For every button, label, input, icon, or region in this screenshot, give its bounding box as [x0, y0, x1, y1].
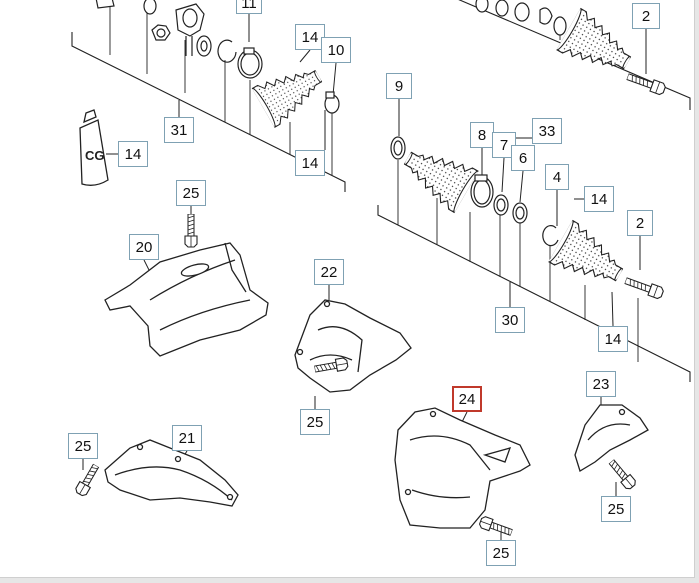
callout-11[interactable]: 11: [236, 0, 262, 14]
callout-8[interactable]: 8: [470, 122, 494, 148]
ring-c: [514, 2, 530, 22]
top-left-parts: [95, 0, 340, 129]
callout-22[interactable]: 22: [314, 259, 344, 285]
axle-bolt-lower: [623, 274, 665, 301]
callout-14-right[interactable]: 14: [584, 186, 614, 212]
joint-fragment: [95, 0, 115, 9]
dished-washer: [196, 35, 212, 57]
group-line-left-driveshaft: [71, 32, 346, 192]
group-line-right-driveshaft: [377, 205, 691, 382]
top-right-parts: [475, 0, 667, 97]
callout-25-c[interactable]: 25: [68, 433, 98, 459]
ring-b: [495, 0, 509, 17]
small-clamp: [324, 91, 340, 114]
hex-nut: [151, 24, 171, 41]
ring-right-2: [512, 202, 528, 224]
callout-25-e[interactable]: 25: [486, 540, 516, 566]
circlip-ring: [143, 0, 157, 15]
callout-14-bottom-right[interactable]: 14: [598, 326, 628, 352]
clamp-band-right: [470, 174, 494, 208]
callout-6[interactable]: 6: [511, 145, 535, 171]
snap-ring: [217, 39, 237, 63]
callout-14-left-boot[interactable]: 14: [295, 150, 325, 176]
screw-near-24: [477, 515, 514, 539]
callout-20[interactable]: 20: [129, 234, 159, 260]
callout-31[interactable]: 31: [164, 117, 194, 143]
heat-shield-21: [104, 439, 239, 507]
tube-lettering: CG: [85, 148, 105, 163]
callout-25-d[interactable]: 25: [601, 496, 631, 522]
heat-shield-20: [104, 242, 269, 357]
cv-boot-top-right: [555, 6, 641, 85]
callout-2-right[interactable]: 2: [627, 210, 653, 236]
joint-hub: [175, 3, 205, 56]
heat-shield-24: [394, 407, 531, 529]
right-parts: [390, 136, 665, 301]
group-line-top-right: [458, 0, 691, 110]
screw-near-23: [606, 457, 638, 492]
callout-2-top[interactable]: 2: [632, 3, 660, 29]
callout-9[interactable]: 9: [386, 73, 412, 99]
screw-near-20: [184, 214, 198, 248]
clip-a: [539, 7, 553, 25]
ring-a: [475, 0, 489, 13]
callout-30[interactable]: 30: [495, 307, 525, 333]
heat-shields: [104, 242, 649, 529]
axle-bolt-top: [625, 70, 667, 97]
callout-33[interactable]: 33: [532, 118, 562, 144]
callout-21[interactable]: 21: [172, 425, 202, 451]
callout-10[interactable]: 10: [321, 37, 351, 63]
heat-shield-22: [294, 299, 412, 393]
grease-tube: CG: [79, 109, 109, 186]
callout-14-tube[interactable]: 14: [118, 141, 148, 167]
ring-d: [553, 16, 567, 36]
part-leaders: [109, 0, 639, 362]
callout-23[interactable]: 23: [586, 371, 616, 397]
heat-shield-23: [574, 404, 649, 472]
circlip-right: [542, 225, 559, 247]
hose-clamp: [237, 47, 263, 79]
callout-25-a[interactable]: 25: [176, 180, 206, 206]
cv-boot-right-lower: [547, 218, 633, 297]
screw-near-21: [73, 462, 102, 498]
cv-boot-right-upper: [394, 136, 480, 215]
ring-right-1: [493, 194, 509, 216]
snap-ring-right: [390, 136, 406, 160]
callout-4[interactable]: 4: [545, 164, 569, 190]
callout-25-b[interactable]: 25: [300, 409, 330, 435]
callout-24-selected[interactable]: 24: [452, 386, 482, 412]
